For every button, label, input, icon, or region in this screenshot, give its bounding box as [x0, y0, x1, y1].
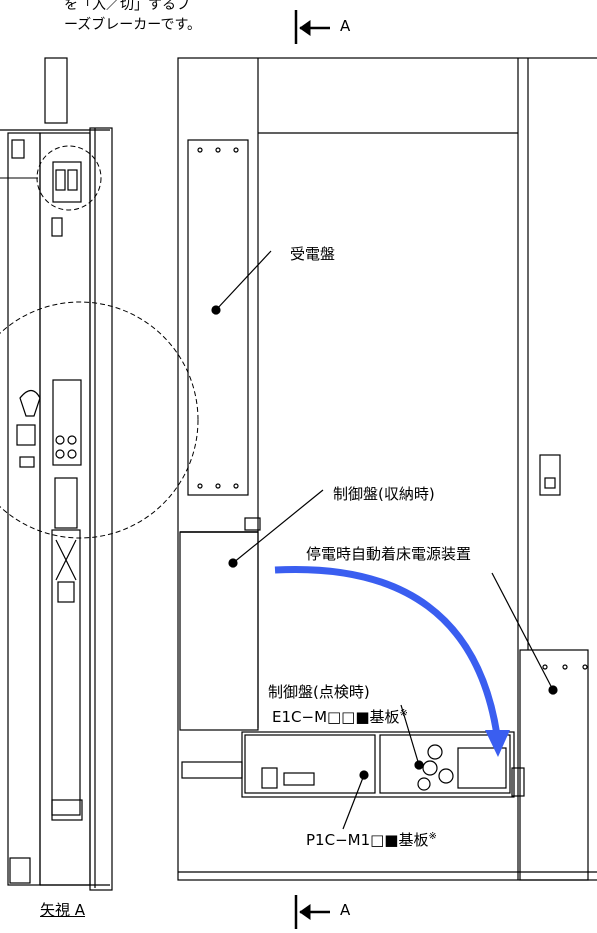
side-view-top-post	[44, 57, 68, 124]
control-panel-stowed-box	[179, 531, 259, 731]
hoistway-outline	[177, 57, 597, 881]
side-view-bracket-top	[11, 139, 25, 159]
control-panel-inspection-box	[241, 731, 515, 798]
side-view	[0, 57, 199, 891]
fuse-breaker-detail-circle	[36, 145, 102, 211]
control-panel-inspection-label: 制御盤(点検時)	[268, 683, 370, 701]
section-label-top: A	[340, 17, 351, 35]
rotation-arrow	[274, 565, 510, 757]
section-marker-top	[294, 10, 330, 44]
side-view-handle	[54, 477, 78, 529]
side-view-panel-rail	[51, 529, 81, 816]
emergency-power-unit-box	[519, 649, 589, 881]
power-panel-label: 受電盤	[290, 245, 336, 263]
section-marker-bottom	[294, 895, 330, 929]
p1c-board-label: P1C−M1□■基板※	[306, 831, 437, 849]
side-view-control-unit	[52, 379, 82, 466]
view-label: 矢視 A	[40, 901, 86, 919]
power-panel-box	[187, 139, 249, 496]
control-detail-circle	[0, 301, 199, 539]
side-view-frame-middle	[39, 132, 91, 886]
caption-line-1: を「入／切」するフ	[64, 0, 190, 13]
wall-switch-box	[539, 454, 561, 496]
section-label-bottom: A	[340, 901, 351, 919]
panel-hinge-bar	[181, 761, 243, 779]
front-view	[177, 57, 597, 881]
side-view-frame-left	[7, 132, 41, 886]
side-view-lock-shape	[19, 389, 41, 417]
fuse-breaker-box	[52, 161, 82, 203]
emergency-power-label: 停電時自動着床電源装置	[306, 545, 472, 563]
e1c-board-label: E1C−M□□■基板※	[272, 708, 408, 726]
side-view-frame-right	[89, 127, 113, 891]
caption-line-2: ーズブレーカーです。	[64, 17, 202, 33]
control-panel-stowed-label: 制御盤(収納時)	[333, 485, 435, 503]
leader-lines	[211, 250, 558, 830]
